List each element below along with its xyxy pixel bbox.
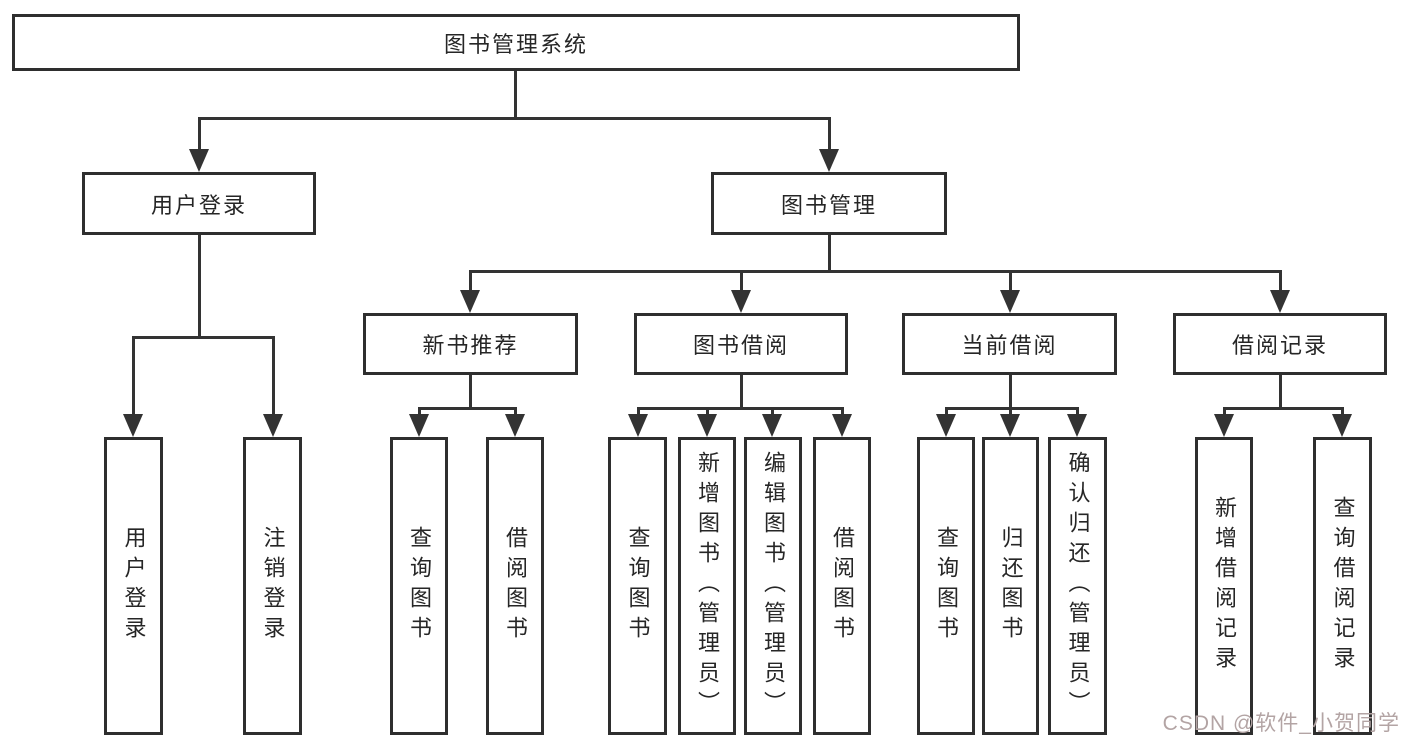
connector-drop-leaf [514,407,517,417]
node-new-book-recommend: 新书推荐 [363,313,578,375]
leaf-logout: 注销登录 [243,437,302,735]
connector-management-stem [828,234,831,272]
leaf-query-books-3: 查询图书 [917,437,975,735]
leaf-return-books-label: 归还图书 [998,526,1024,646]
connector-drop-leaf [1341,407,1344,417]
leaf-borrow-books-1-label: 借阅图书 [503,526,528,646]
connector-group-stem [740,375,743,409]
leaf-confirm-return-admin-label: 确认归还（管理员） [1065,451,1091,721]
arrowhead-leaf [762,414,782,437]
connector-drop-leaf [841,407,844,417]
arrowhead-leaf [1214,414,1234,437]
connector-drop-group [1279,270,1282,292]
connector-management-hbar [469,270,1281,273]
connector-drop-login [198,117,201,152]
arrowhead-leaf [936,414,956,437]
csdn-watermark: CSDN @软件_小贺同学 [1162,712,1400,735]
arrowhead-leaf [1000,414,1020,437]
connector-drop-leaf [1009,407,1012,417]
connector-root-stem [514,70,517,119]
connector-drop-leaf [418,407,421,417]
leaf-query-books-1: 查询图书 [390,437,448,735]
arrowhead-leaf [263,414,283,437]
node-book-management: 图书管理 [711,172,947,235]
leaf-user-login-label: 用户登录 [121,526,147,646]
arrowhead-group [1270,290,1290,313]
leaf-add-borrow-record: 新增借阅记录 [1195,437,1253,735]
connector-group-hbar [1223,407,1343,410]
leaf-add-borrow-record-label: 新增借阅记录 [1212,496,1237,676]
leaf-edit-books-admin-label: 编辑图书（管理员） [761,451,786,721]
node-root-label: 图书管理系统 [443,31,588,57]
node-new-book-recommend-label: 新书推荐 [422,333,519,358]
connector-drop-leaf [272,336,275,416]
connector-drop-group [740,270,743,292]
leaf-return-books: 归还图书 [982,437,1039,735]
leaf-query-borrow-record-label: 查询借阅记录 [1330,496,1356,676]
connector-drop-leaf [1223,407,1226,417]
connector-group-hbar [637,407,844,410]
leaf-query-books-2: 查询图书 [608,437,667,735]
arrowhead-leaf [832,414,852,437]
node-user-login: 用户登录 [82,172,316,235]
arrowhead-group [731,290,751,313]
node-book-borrow: 图书借阅 [634,313,848,375]
connector-drop-group [1009,270,1012,292]
connector-drop-leaf [1076,407,1079,417]
leaf-query-books-2-label: 查询图书 [625,526,651,646]
arrowhead-group [1000,290,1020,313]
leaf-add-books-admin-label: 新增图书（管理员） [695,451,720,721]
leaf-logout-label: 注销登录 [260,526,286,646]
leaf-borrow-books-1: 借阅图书 [486,437,544,735]
connector-drop-leaf [945,407,948,417]
connector-group-stem [1009,375,1012,409]
node-book-management-label: 图书管理 [780,192,877,218]
leaf-borrow-books-2-label: 借阅图书 [830,526,855,646]
connector-root-hbar [198,117,831,120]
connector-login-stem [198,234,201,338]
connector-drop-leaf [771,407,774,417]
connector-drop-leaf [637,407,640,417]
arrowhead-leaf [1332,414,1352,437]
arrowhead-leaf [123,414,143,437]
connector-drop-leaf [132,336,135,416]
leaf-user-login: 用户登录 [104,437,163,735]
leaf-query-books-3-label: 查询图书 [934,526,959,646]
arrowhead-leaf [505,414,525,437]
leaf-query-borrow-record: 查询借阅记录 [1313,437,1372,735]
leaf-edit-books-admin: 编辑图书（管理员） [744,437,802,735]
node-root: 图书管理系统 [12,14,1020,71]
connector-group-hbar [418,407,517,410]
leaf-confirm-return-admin: 确认归还（管理员） [1048,437,1107,735]
connector-group-stem [1279,375,1282,409]
arrowhead-management [819,149,839,172]
connector-drop-leaf [706,407,709,417]
leaf-query-books-1-label: 查询图书 [407,526,432,646]
node-borrow-records: 借阅记录 [1173,313,1387,375]
connector-login-hbar [132,336,275,339]
node-borrow-records-label: 借阅记录 [1231,333,1328,358]
arrowhead-leaf [697,414,717,437]
arrowhead-leaf [1067,414,1087,437]
arrowhead-leaf [409,414,429,437]
arrowhead-group [460,290,480,313]
node-current-borrow: 当前借阅 [902,313,1117,375]
leaf-borrow-books-2: 借阅图书 [813,437,871,735]
node-book-borrow-label: 图书借阅 [692,333,789,358]
connector-group-stem [469,375,472,409]
connector-drop-management [828,117,831,152]
leaf-add-books-admin: 新增图书（管理员） [678,437,736,735]
arrowhead-login [189,149,209,172]
connector-drop-group [469,270,472,292]
arrowhead-leaf [628,414,648,437]
node-user-login-label: 用户登录 [150,192,247,218]
node-current-borrow-label: 当前借阅 [961,333,1058,358]
